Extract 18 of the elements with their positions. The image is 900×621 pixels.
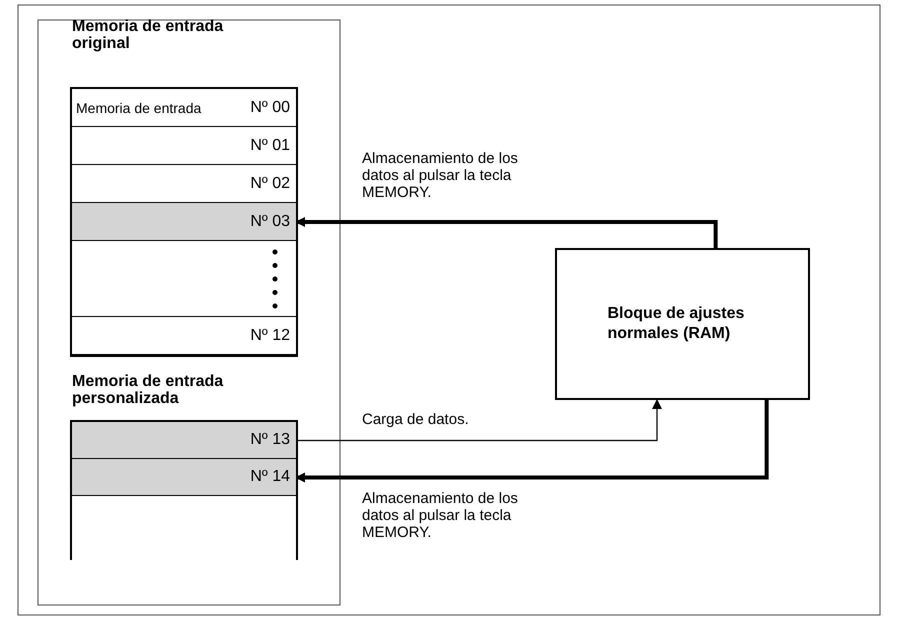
row-label: Memoria de entrada <box>76 100 202 116</box>
row-number: Nº 12 <box>250 326 290 344</box>
table-heading: Memoria de entrada original <box>72 18 224 52</box>
box-label: Bloque de ajustes normales (RAM) <box>608 304 746 344</box>
row-number: Nº 02 <box>250 174 290 192</box>
table-heading: Memoria de entrada personalizada <box>72 373 224 407</box>
memory-row <box>72 422 296 459</box>
row-number: Nº 03 <box>250 212 290 230</box>
memory-row <box>72 203 296 241</box>
row-number: Nº 13 <box>250 431 290 449</box>
memory-row <box>72 459 296 496</box>
arrow <box>295 217 718 248</box>
process-box <box>555 248 810 400</box>
row-number: Nº 01 <box>250 136 290 154</box>
row-number: Nº 00 <box>250 98 290 116</box>
arrow <box>295 400 769 482</box>
arrow <box>296 399 662 442</box>
row-number: Nº 14 <box>250 468 290 486</box>
